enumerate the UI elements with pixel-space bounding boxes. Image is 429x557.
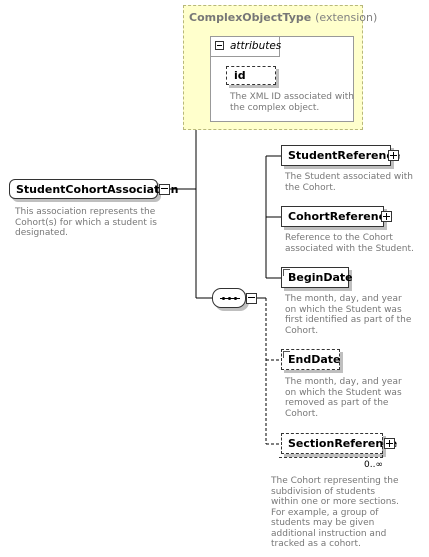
root-collapse-icon[interactable] — [159, 184, 170, 195]
end-date-description: The month, day, and year on which the St… — [285, 377, 402, 419]
student-reference-expand-icon[interactable] — [388, 150, 399, 161]
attribute-id[interactable]: id — [226, 66, 276, 85]
sequence-collapse-icon[interactable] — [246, 293, 257, 304]
simple-type-icon — [283, 269, 290, 276]
root-description: This association represents the Cohort(s… — [15, 207, 157, 238]
attribute-id-label: id — [234, 69, 246, 82]
section-reference-stack-shadow — [279, 437, 383, 458]
end-date-label: EndDate — [288, 353, 341, 366]
cohort-reference-expand-icon[interactable] — [381, 211, 392, 222]
student-reference-description: The Student associated with the Cohort. — [285, 172, 413, 193]
begin-date-element[interactable]: BeginDate — [281, 267, 353, 288]
extension-title: ComplexObjectType (extension) — [189, 11, 377, 24]
extension-kind: (extension) — [315, 11, 378, 24]
section-reference-description: The Cohort representing the subdivision … — [271, 476, 399, 549]
student-reference-element[interactable]: StudentReference — [281, 145, 400, 166]
attributes-label: attributes — [230, 40, 282, 52]
end-date-element[interactable]: EndDate — [281, 349, 341, 370]
section-reference-expand-icon[interactable] — [384, 438, 395, 449]
attributes-collapse-icon[interactable] — [215, 41, 224, 50]
attribute-id-description: The XML ID associated with the complex o… — [230, 92, 354, 113]
student-reference-label: StudentReference — [288, 149, 401, 162]
begin-date-label: BeginDate — [288, 271, 353, 284]
cohort-reference-label: CohortReference — [288, 210, 393, 223]
root-element-label: StudentCohortAssociation — [16, 183, 179, 196]
section-reference-element[interactable]: SectionReference — [281, 433, 397, 454]
attributes-header — [211, 37, 280, 57]
sequence-compositor[interactable] — [212, 288, 246, 308]
cohort-reference-description: Reference to the Cohort associated with … — [285, 233, 414, 254]
extension-type-name: ComplexObjectType — [189, 11, 312, 24]
root-element-box[interactable]: StudentCohortAssociation — [9, 179, 178, 199]
section-reference-multiplicity: 0..∞ — [364, 460, 383, 470]
cohort-reference-element[interactable]: CohortReference — [281, 206, 393, 227]
begin-date-description: The month, day, and year on which the St… — [285, 294, 412, 336]
section-reference-label: SectionReference — [288, 437, 398, 450]
simple-type-icon — [283, 351, 290, 358]
